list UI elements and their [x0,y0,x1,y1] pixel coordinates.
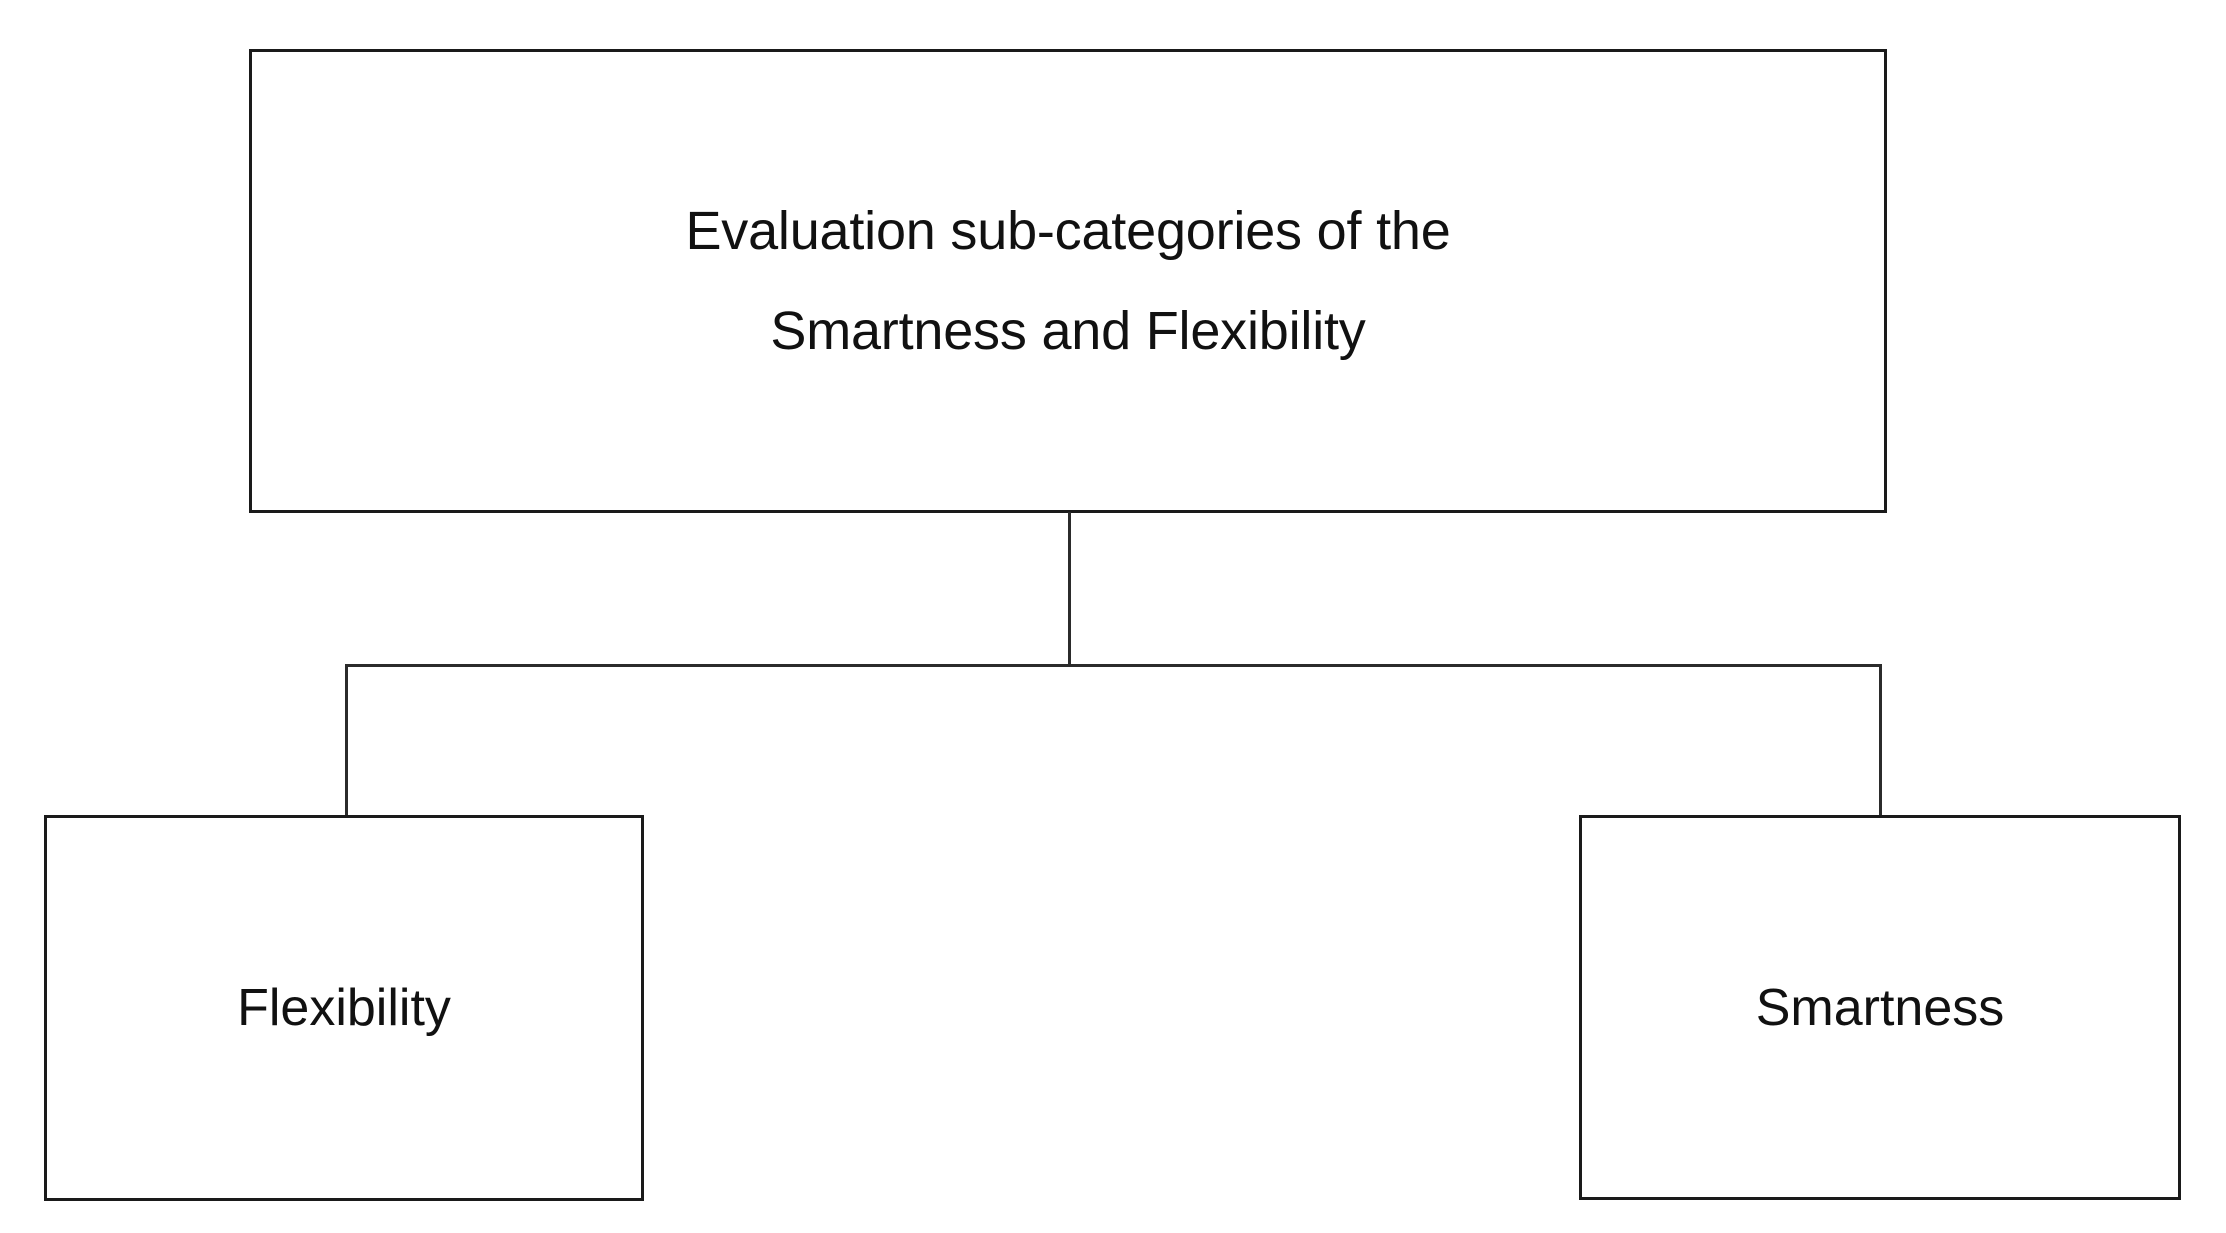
connector-drop-to-flexibility [345,664,348,816]
connector-drop-to-smartness [1879,664,1882,816]
root-node-label-line-1: Evaluation sub-categories of the [685,201,1451,261]
smartness-node-label: Smartness [1755,978,2005,1037]
root-node-box[interactable]: Evaluation sub-categories of the Smartne… [249,49,1887,513]
connector-horizontal-bus [345,664,1882,667]
flexibility-node-box[interactable]: Flexibility [44,815,644,1201]
connector-root-stem [1068,512,1071,666]
flexibility-node-label: Flexibility [237,979,451,1037]
root-node-label-line-2: Smartness and Flexibility [770,301,1366,361]
smartness-node-box[interactable]: Smartness [1579,815,2181,1200]
